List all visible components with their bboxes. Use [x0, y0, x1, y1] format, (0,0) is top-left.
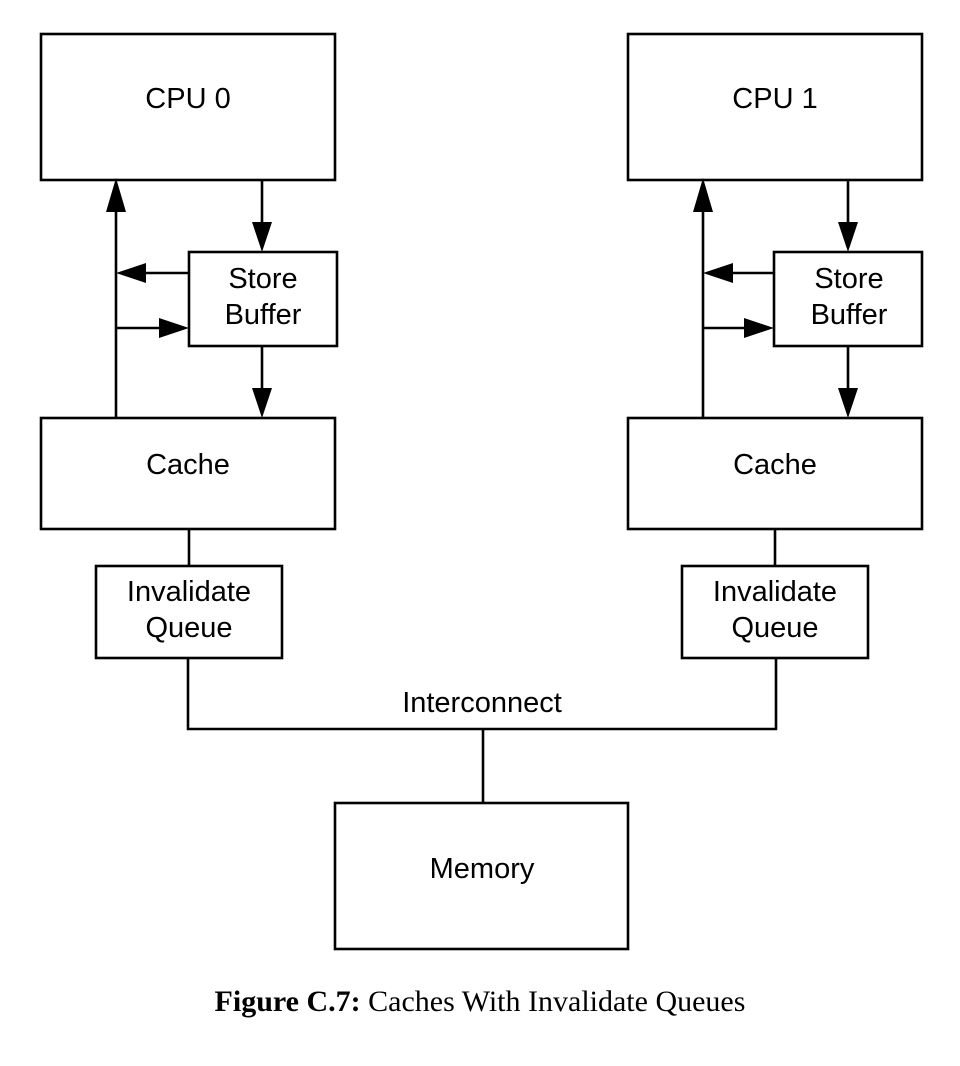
- node-cpu0: CPU 0: [39, 32, 337, 182]
- node-invalidatequeue0: Invalidate Queue: [94, 564, 284, 660]
- storebuffer0-label-line2: Buffer: [225, 299, 302, 331]
- cache0-label: Cache: [146, 449, 230, 481]
- invalidatequeue1-label-line2: Queue: [731, 612, 818, 644]
- edge-storebuffer1-to-cache1: [838, 346, 858, 418]
- arrow-right-icon: [159, 318, 189, 338]
- edge-cache0-to-storebuffer0: [116, 318, 189, 338]
- arrow-down-icon: [252, 222, 272, 252]
- storebuffer1-label-line2: Buffer: [811, 299, 888, 331]
- edge-storebuffer0-to-cpu0: [116, 263, 189, 283]
- edge-cache1-to-cpu1: [693, 178, 713, 418]
- storebuffer0-box: [187, 250, 339, 348]
- edge-cache0-to-cpu0: [106, 178, 126, 418]
- memory-box: [333, 801, 630, 951]
- node-memory: Memory: [333, 801, 630, 951]
- storebuffer1-label-line1: Store: [814, 263, 883, 295]
- edge-cpu1-to-storebuffer1: [838, 180, 858, 252]
- interconnect-label: Interconnect: [402, 687, 562, 719]
- arrow-up-icon: [693, 178, 713, 212]
- invalidatequeue0-label-line2: Queue: [145, 612, 232, 644]
- arrow-left-icon: [703, 263, 733, 283]
- edge-storebuffer1-to-cpu1: [703, 263, 774, 283]
- cpu0-box: [39, 32, 337, 182]
- cpu1-label: CPU 1: [732, 83, 817, 115]
- invalidatequeue1-box: [680, 564, 870, 660]
- arrow-up-icon: [106, 178, 126, 212]
- invalidatequeue0-box: [94, 564, 284, 660]
- cpu1-box: [626, 32, 924, 182]
- storebuffer1-box: [772, 250, 924, 348]
- memory-label: Memory: [430, 853, 535, 885]
- cache1-label: Cache: [733, 449, 817, 481]
- arrow-right-icon: [744, 318, 774, 338]
- edge-storebuffer0-to-cache0: [252, 346, 272, 418]
- figure-caption-label: Figure C.7:: [214, 985, 361, 1018]
- cpu0-label: CPU 0: [145, 83, 230, 115]
- cache0-box: [39, 416, 337, 531]
- node-cpu1: CPU 1: [626, 32, 924, 182]
- arrow-down-icon: [838, 388, 858, 418]
- edge-cache1-to-storebuffer1: [703, 318, 774, 338]
- figure-caption-text: Caches With Invalidate Queues: [368, 985, 746, 1018]
- arrow-down-icon: [838, 222, 858, 252]
- cache1-box: [626, 416, 924, 531]
- invalidatequeue0-label-line1: Invalidate: [127, 576, 251, 608]
- node-storebuffer0: Store Buffer: [187, 250, 339, 348]
- invalidatequeue1-label-line1: Invalidate: [713, 576, 837, 608]
- node-invalidatequeue1: Invalidate Queue: [680, 564, 870, 660]
- node-cache0: Cache: [39, 416, 337, 531]
- arrow-down-icon: [252, 388, 272, 418]
- edge-cpu0-to-storebuffer0: [252, 180, 272, 252]
- node-cache1: Cache: [626, 416, 924, 531]
- arrow-left-icon: [116, 263, 146, 283]
- storebuffer0-label-line1: Store: [228, 263, 297, 295]
- figure-caption: Figure C.7: Caches With Invalidate Queue…: [0, 985, 960, 1019]
- node-storebuffer1: Store Buffer: [772, 250, 924, 348]
